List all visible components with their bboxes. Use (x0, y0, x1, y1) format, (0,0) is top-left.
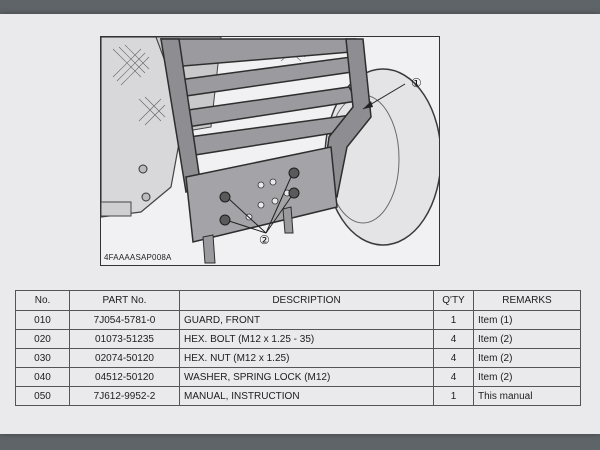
cell-qty: 4 (433, 348, 474, 368)
frame-bolt-icon (138, 164, 148, 174)
cell-no: 020 (15, 329, 70, 349)
cell-qty: 4 (433, 367, 474, 387)
table-row: 050 7J612-9952-2 MANUAL, INSTRUCTION 1 T… (15, 386, 581, 406)
cell-part-no: 02074-50120 (69, 348, 180, 368)
header-description: DESCRIPTION (179, 290, 434, 311)
header-no: No. (15, 290, 70, 311)
parts-table: No. PART No. DESCRIPTION Q'TY REMARKS 01… (15, 290, 581, 406)
hex-bolt-icon (219, 167, 300, 226)
cell-qty: 1 (433, 386, 474, 406)
guard-right-upright (320, 38, 372, 198)
mounting-plate (185, 146, 338, 243)
cell-qty: 1 (433, 310, 474, 330)
table-row: 030 02074-50120 HEX. NUT (M12 x 1.25) 4 … (15, 348, 581, 368)
manual-page: ① ② 4FAAAASAP008A No. PART No. DESCRIPTI… (0, 14, 600, 434)
cell-description: MANUAL, INSTRUCTION (179, 386, 434, 406)
figure-code: 4FAAAASAP008A (104, 253, 172, 262)
callout-1-label: ① (411, 76, 422, 90)
header-qty: Q'TY (433, 290, 474, 311)
front-axle (101, 201, 132, 217)
guard-rails (159, 38, 365, 156)
cell-description: HEX. BOLT (M12 x 1.25 - 35) (179, 329, 434, 349)
cell-part-no: 04512-50120 (69, 367, 180, 387)
plate-foot (282, 206, 294, 234)
callout-2-label: ② (259, 233, 270, 247)
plate-foot (202, 234, 216, 264)
table-header-row: No. PART No. DESCRIPTION Q'TY REMARKS (15, 290, 581, 311)
cell-no: 010 (15, 310, 70, 330)
table-row: 020 01073-51235 HEX. BOLT (M12 x 1.25 - … (15, 329, 581, 349)
cell-remarks: Item (2) (473, 348, 581, 368)
cell-description: GUARD, FRONT (179, 310, 434, 330)
callout-2-leaders (228, 176, 292, 234)
front-guard-drawing: ① ② (101, 37, 439, 264)
table-row: 040 04512-50120 WASHER, SPRING LOCK (M12… (15, 367, 581, 387)
header-part-no: PART No. (69, 290, 180, 311)
cell-part-no: 7J612-9952-2 (69, 386, 180, 406)
table-row: 010 7J054-5781-0 GUARD, FRONT 1 Item (1) (15, 310, 581, 330)
cell-description: WASHER, SPRING LOCK (M12) (179, 367, 434, 387)
cell-description: HEX. NUT (M12 x 1.25) (179, 348, 434, 368)
cell-part-no: 01073-51235 (69, 329, 180, 349)
cell-no: 030 (15, 348, 70, 368)
callout-1-arrow-icon (363, 101, 373, 109)
cell-remarks: Item (2) (473, 329, 581, 349)
header-remarks: REMARKS (473, 290, 581, 311)
cell-qty: 4 (433, 329, 474, 349)
grille-hatching (112, 40, 306, 126)
parts-illustration: ① ② 4FAAAASAP008A (100, 36, 440, 266)
cell-no: 040 (15, 367, 70, 387)
cell-remarks: Item (2) (473, 367, 581, 387)
cell-remarks: This manual (473, 386, 581, 406)
cell-part-no: 7J054-5781-0 (69, 310, 180, 330)
frame-bolt-icon (141, 192, 151, 202)
cell-no: 050 (15, 386, 70, 406)
cell-remarks: Item (1) (473, 310, 581, 330)
